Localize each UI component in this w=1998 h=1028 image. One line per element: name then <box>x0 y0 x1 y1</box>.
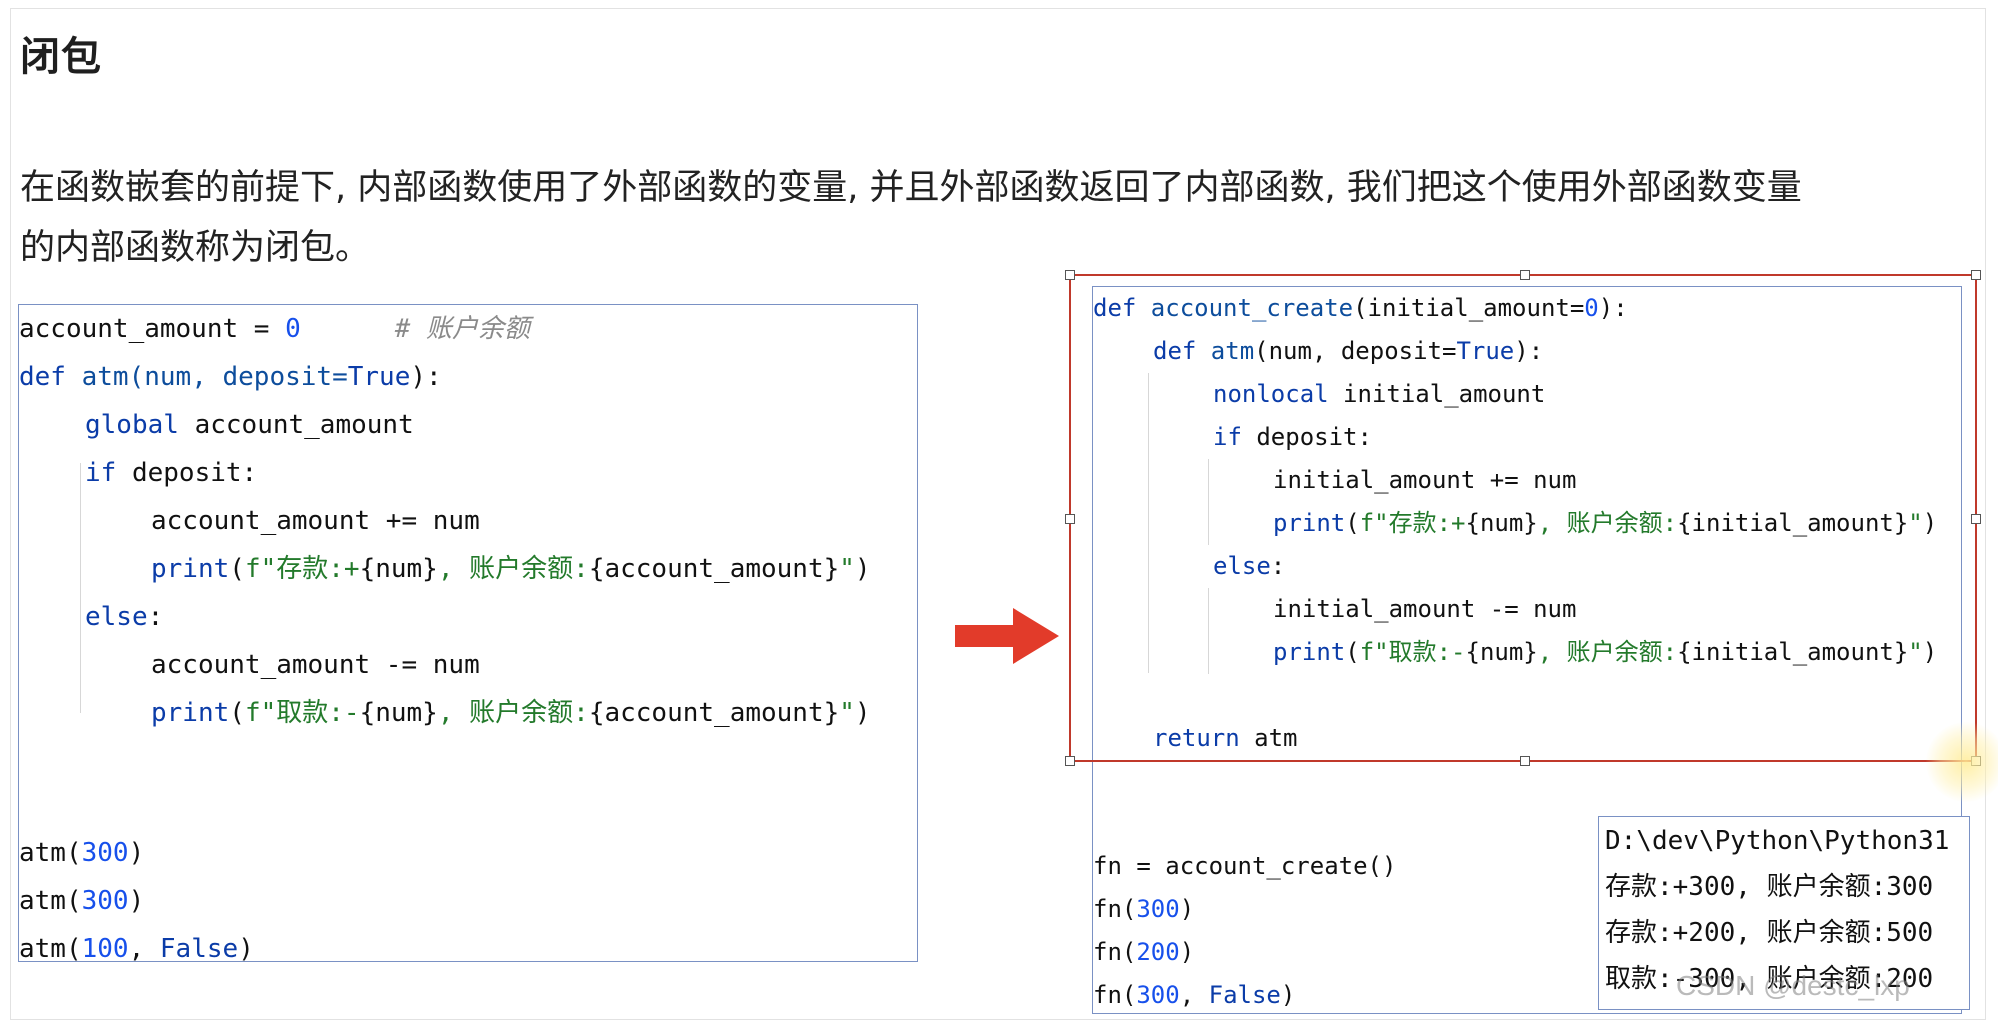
code-line: print(f"取款:-{num}, 账户余额:{initial_amount}… <box>1273 638 1938 666</box>
code-line: account_amount += num <box>151 506 480 536</box>
right-arrow-icon <box>955 608 1059 664</box>
code-line: else: <box>1213 552 1286 580</box>
page-frame <box>10 8 1986 1020</box>
code-line: fn = account_create() <box>1093 852 1397 880</box>
code-line: print(f"存款:+{num}, 账户余额:{account_amount}… <box>151 554 871 584</box>
description-line-1: 在函数嵌套的前提下, 内部函数使用了外部函数的变量, 并且外部函数返回了内部函数… <box>20 168 1802 208</box>
code-line: if deposit: <box>85 458 258 488</box>
console-path: D:\dev\Python\Python31 <box>1605 826 1950 856</box>
code-line: global account_amount <box>85 410 414 440</box>
code-line: account_amount = 0 # 账户余额 <box>19 314 530 344</box>
indent-guide <box>1208 459 1209 545</box>
indent-guide <box>80 463 81 713</box>
code-line: account_amount -= num <box>151 650 480 680</box>
code-line: def atm(num, deposit=True): <box>19 362 442 392</box>
code-line: def account_create(initial_amount=0): <box>1093 294 1628 322</box>
code-line: initial_amount += num <box>1273 466 1577 494</box>
console-line: 取款:-300, 账户余额:200 <box>1605 964 1934 994</box>
code-line: atm(300) <box>19 838 145 868</box>
indent-guide <box>1208 588 1209 674</box>
description-line-2: 的内部函数称为闭包。 <box>20 228 371 268</box>
console-line: 存款:+200, 账户余额:500 <box>1605 918 1934 948</box>
code-panel-global[interactable]: account_amount = 0 # 账户余额 def atm(num, d… <box>18 304 918 964</box>
code-line: atm(300) <box>19 886 145 916</box>
watermark: CSDN @destc_lxp <box>1676 970 1910 1001</box>
code-line: if deposit: <box>1213 423 1372 451</box>
console-line: 存款:+300, 账户余额:300 <box>1605 872 1934 902</box>
indent-guide <box>1148 373 1149 673</box>
code-line: fn(300, False) <box>1093 981 1296 1009</box>
code-line: nonlocal initial_amount <box>1213 380 1546 408</box>
code-line: atm(100, False) <box>19 934 254 964</box>
code-line: print(f"取款:-{num}, 账户余额:{account_amount}… <box>151 698 871 728</box>
code-line: print(f"存款:+{num}, 账户余额:{initial_amount}… <box>1273 509 1938 537</box>
code-line: fn(300) <box>1093 895 1195 923</box>
code-line: def atm(num, deposit=True): <box>1153 337 1544 365</box>
description-paragraph: 在函数嵌套的前提下, 内部函数使用了外部函数的变量, 并且外部函数返回了内部函数… <box>20 158 1960 278</box>
code-line: else: <box>85 602 164 632</box>
code-line: return atm <box>1153 724 1298 752</box>
code-line: fn(200) <box>1093 938 1195 966</box>
console-output: D:\dev\Python\Python31 存款:+300, 账户余额:300… <box>1598 816 1970 1010</box>
code-line: initial_amount -= num <box>1273 595 1577 623</box>
page-title: 闭包 <box>20 34 102 80</box>
